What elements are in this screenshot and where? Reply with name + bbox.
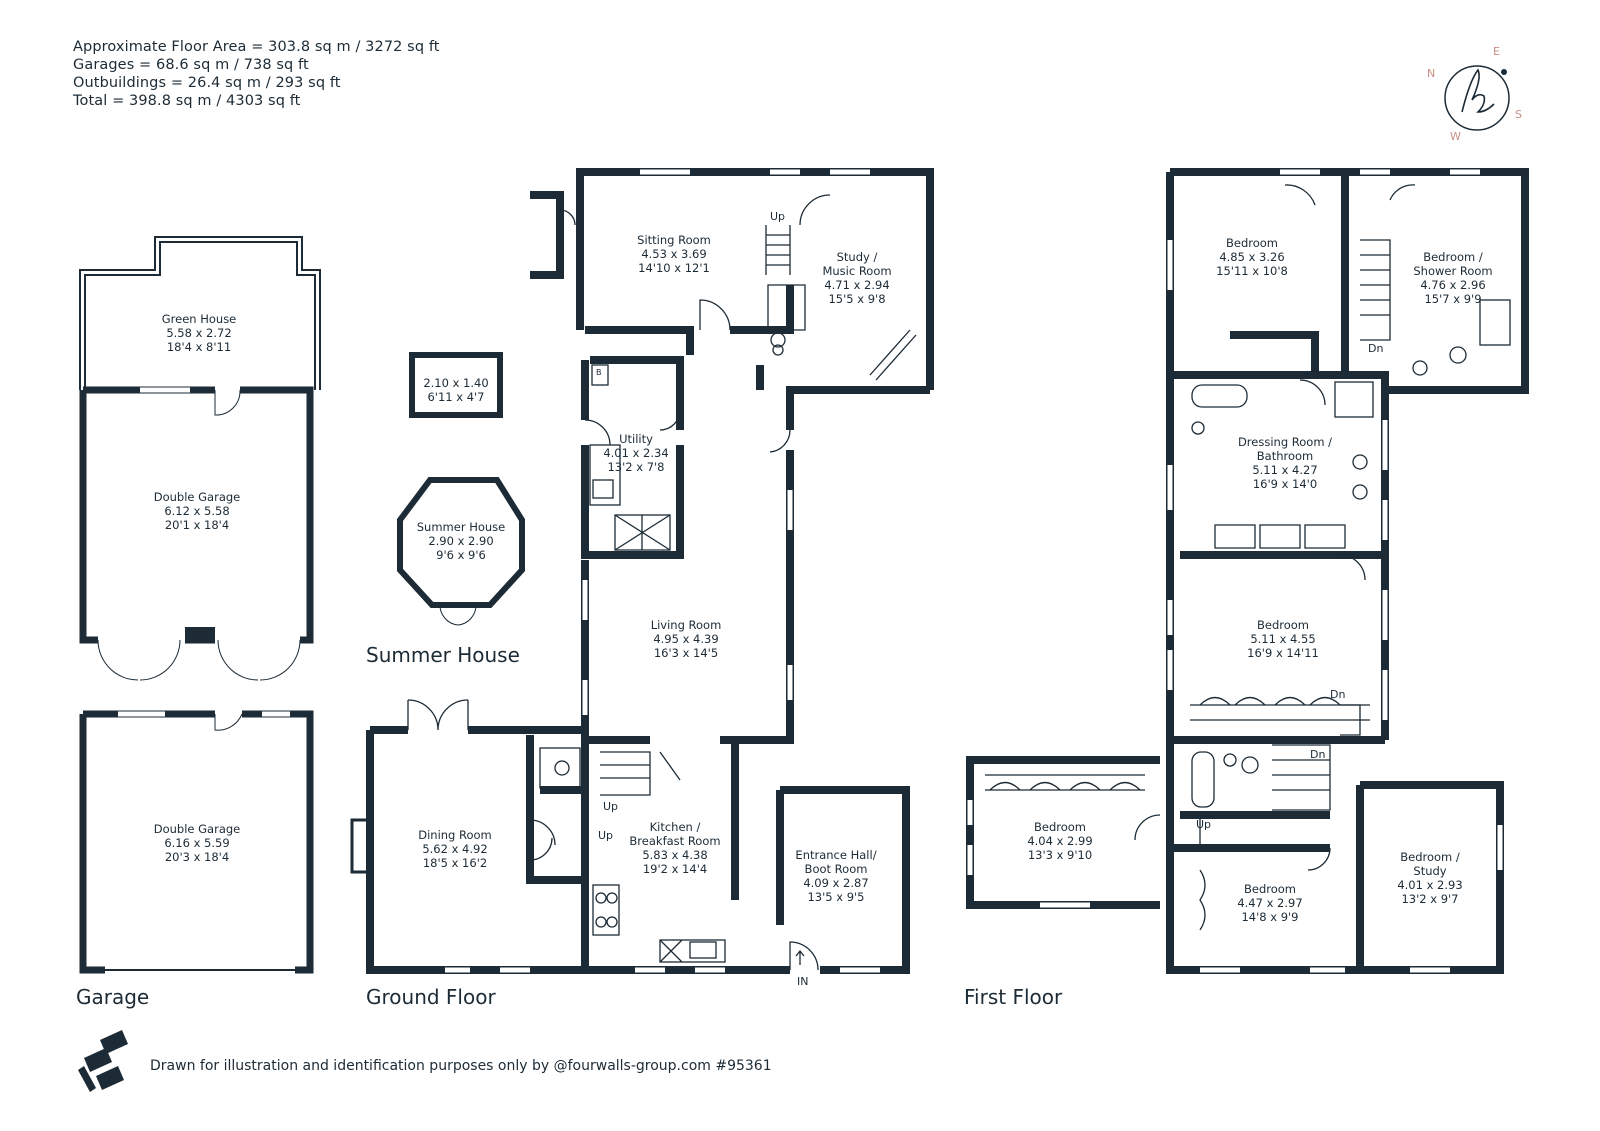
compass-logo (1444, 65, 1510, 131)
garage-doors (97, 389, 301, 731)
summer-house-walls (397, 477, 525, 608)
first-floor-fixtures (985, 184, 1511, 931)
compass-south: S (1515, 108, 1522, 121)
stairs-down-label: Dn (1330, 688, 1346, 701)
section-title-summer-house: Summer House (366, 643, 520, 667)
compass-north: N (1427, 67, 1436, 80)
stairs-down-label: Dn (1368, 342, 1384, 355)
stairs-up-label: Up (1196, 818, 1212, 831)
fourwalls-logo (78, 1030, 128, 1092)
area-summary: Approximate Floor Area = 303.8 sq m / 32… (73, 38, 440, 110)
section-title-garage: Garage (76, 985, 150, 1009)
windows (118, 169, 1503, 973)
stairs-up-label: Up (603, 800, 619, 813)
stairs-down-label: Dn (1310, 748, 1326, 761)
footer-disclaimer: Drawn for illustration and identificatio… (150, 1058, 772, 1074)
section-title-ground-floor: Ground Floor (366, 985, 496, 1009)
stairs-up-label: Up (598, 829, 614, 842)
entrance-in-label: IN (797, 975, 809, 988)
total-area-text: Total = 398.8 sq m / 4303 sq ft (73, 93, 301, 109)
compass-east: E (1493, 45, 1500, 58)
compass-west: W (1450, 130, 1461, 143)
garages-area-text: Garages = 68.6 sq m / 738 sq ft (73, 57, 309, 73)
ground-floor-fixtures (350, 194, 917, 971)
outbuildings-area-text: Outbuildings = 26.4 sq m / 293 sq ft (73, 75, 341, 91)
appliance-label: B (596, 368, 602, 377)
stairs-up-label: Up (770, 210, 786, 223)
ground-floor-walls (366, 168, 934, 974)
section-title-first-floor: First Floor (964, 985, 1063, 1009)
floor-area-text: Approximate Floor Area = 303.8 sq m / 32… (73, 39, 440, 55)
store-walls (409, 352, 503, 418)
green-house-outline (79, 236, 321, 390)
